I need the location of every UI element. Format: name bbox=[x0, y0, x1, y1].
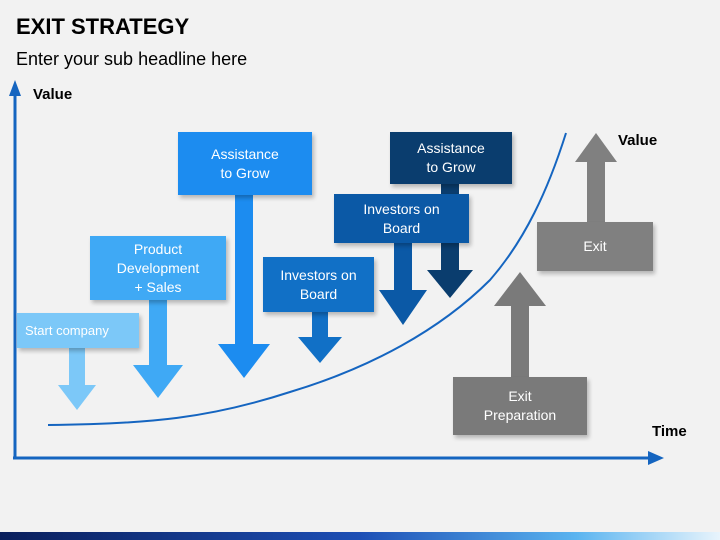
step-investors-on-board-2: Investors on Board bbox=[334, 194, 469, 243]
assistance-to-grow-arrow-1 bbox=[218, 195, 270, 378]
growth-curve bbox=[47, 132, 567, 426]
step-assistance-to-grow-2: Assistance to Grow bbox=[390, 132, 512, 184]
investors-on-board-arrow-1 bbox=[298, 312, 342, 363]
x-axis bbox=[13, 451, 664, 465]
page-title: EXIT STRATEGY bbox=[16, 14, 190, 39]
investors-on-board-arrow-2 bbox=[379, 243, 427, 325]
step-product-development: Product Development + Sales bbox=[90, 236, 226, 300]
footer-bar bbox=[0, 532, 720, 540]
step-investors-on-board-1: Investors on Board bbox=[263, 257, 374, 312]
curve-end-label: Value bbox=[618, 132, 658, 149]
exit-preparation-arrow bbox=[494, 272, 546, 377]
product-development-arrow bbox=[133, 300, 183, 398]
exit-arrow bbox=[575, 133, 617, 222]
start-company-arrow bbox=[58, 348, 96, 410]
step-start-company: Start company bbox=[17, 313, 139, 348]
step-exit: Exit bbox=[537, 222, 653, 271]
x-axis-label: Time bbox=[652, 423, 687, 440]
y-axis-label: Value bbox=[33, 86, 73, 103]
step-assistance-to-grow-1: Assistance to Grow bbox=[178, 132, 312, 195]
step-exit-preparation: Exit Preparation bbox=[453, 377, 587, 435]
page-subtitle: Enter your sub headline here bbox=[16, 49, 248, 69]
y-axis bbox=[9, 80, 21, 458]
